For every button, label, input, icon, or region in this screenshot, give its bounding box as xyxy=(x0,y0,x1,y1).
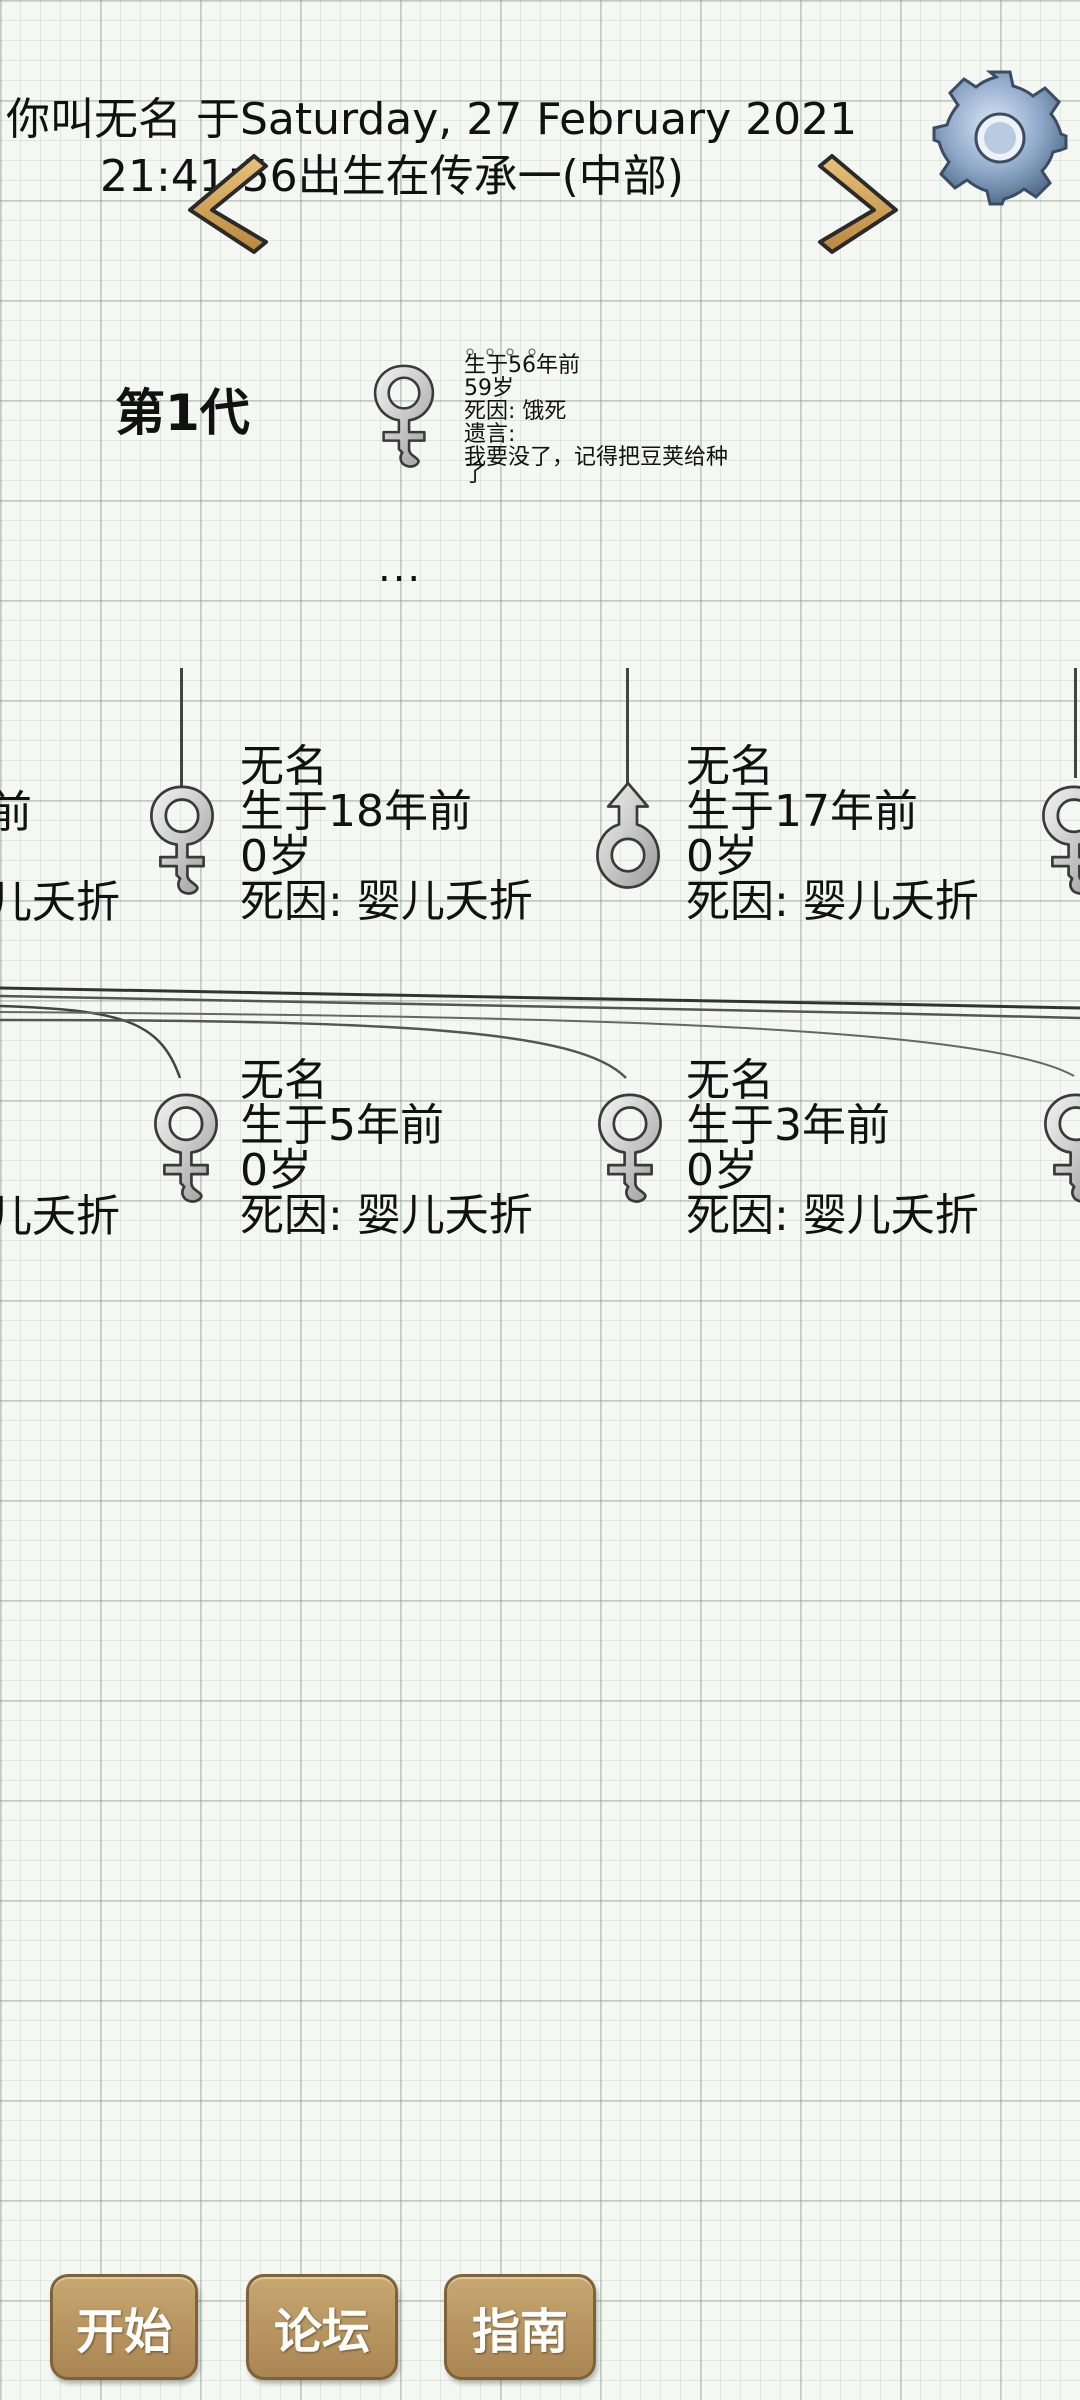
hang-line xyxy=(180,668,183,788)
person-cause: 死因: 婴儿夭折 xyxy=(686,876,979,927)
ancestor-info[interactable]: 生于56年前 59岁 死因: 饿死 遗言: 我要没了，记得把豆荚给种 了 xyxy=(464,354,728,486)
birth-info-line1: 你叫无名 于Saturday, 27 February 2021 xyxy=(6,94,858,145)
guide-button[interactable]: 指南 xyxy=(444,2274,596,2380)
person-card[interactable]: 无名 生于17年前 0岁 死因: 婴儿夭折 xyxy=(686,744,979,924)
partial-born: 前 xyxy=(0,787,32,838)
more-generations-ellipsis[interactable]: ... xyxy=(378,545,423,591)
person-card[interactable]: 无名 生于3年前 0岁 死因: 婴儿夭折 xyxy=(686,1058,979,1238)
partial-person-left: 儿夭折 xyxy=(0,1194,120,1239)
person-born: 生于5年前 xyxy=(240,1100,444,1151)
chevron-right-icon[interactable] xyxy=(810,148,910,258)
ancestor-born: 生于56年前 xyxy=(464,353,580,378)
person-cause: 死因: 婴儿夭折 xyxy=(686,1190,979,1241)
person-cause: 死因: 婴儿夭折 xyxy=(240,876,533,927)
dots-decoration xyxy=(466,342,546,361)
person-name: 无名 xyxy=(686,1055,774,1106)
ancestor-will-text: 我要没了，记得把豆荚给种 xyxy=(464,445,729,470)
female-symbol-icon xyxy=(1043,1093,1080,1203)
person-cause: 死因: 婴儿夭折 xyxy=(240,1190,533,1241)
male-symbol-icon xyxy=(595,781,661,890)
gear-icon[interactable] xyxy=(928,66,1072,210)
person-born: 生于3年前 xyxy=(686,1100,890,1151)
female-symbol-icon xyxy=(1041,785,1080,895)
partial-cause: 儿夭折 xyxy=(0,877,120,928)
person-born: 生于18年前 xyxy=(240,786,472,837)
person-card[interactable]: 无名 生于5年前 0岁 死因: 婴儿夭折 xyxy=(240,1058,533,1238)
person-age: 0岁 xyxy=(240,1145,312,1196)
ancestor-will-label: 遗言: xyxy=(464,422,516,447)
hang-line xyxy=(1074,668,1077,778)
female-symbol-icon xyxy=(153,1093,219,1203)
generation-label: 第1代 xyxy=(115,384,250,442)
person-age: 0岁 xyxy=(686,1145,758,1196)
partial-cause: 儿夭折 xyxy=(0,1191,120,1242)
female-symbol-icon xyxy=(597,1093,663,1203)
birth-info-line2: 21:41:56出生在传承一(中部) xyxy=(100,151,684,202)
partial-person-left: 前 儿夭折 xyxy=(0,790,120,925)
person-card[interactable]: 无名 生于18年前 0岁 死因: 婴儿夭折 xyxy=(240,744,533,924)
person-name: 无名 xyxy=(686,741,774,792)
ancestor-cause: 死因: 饿死 xyxy=(464,399,567,424)
person-age: 0岁 xyxy=(240,831,312,882)
person-name: 无名 xyxy=(240,741,328,792)
female-symbol-icon xyxy=(373,364,435,468)
hang-line xyxy=(626,668,629,788)
lineage-lines xyxy=(0,986,1080,1079)
person-name: 无名 xyxy=(240,1055,328,1106)
start-button[interactable]: 开始 xyxy=(50,2274,198,2380)
female-symbol-icon xyxy=(149,785,215,895)
chevron-left-icon[interactable] xyxy=(176,148,276,258)
ancestor-age: 59岁 xyxy=(464,376,514,401)
person-born: 生于17年前 xyxy=(686,786,918,837)
forum-button[interactable]: 论坛 xyxy=(246,2274,398,2380)
ancestor-will-text-cont: 了 xyxy=(464,462,487,487)
person-age: 0岁 xyxy=(686,831,758,882)
